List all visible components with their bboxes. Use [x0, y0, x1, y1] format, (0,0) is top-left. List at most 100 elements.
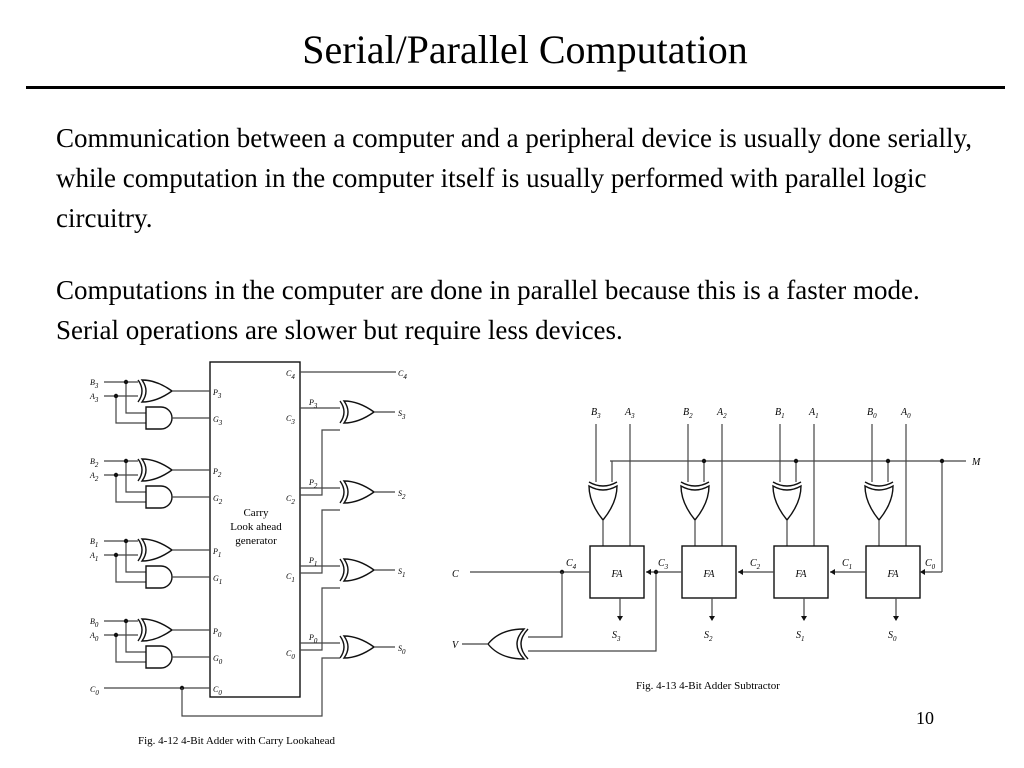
xor-gate — [140, 618, 174, 642]
xor-gate — [342, 558, 376, 582]
input-label-b: B2 — [90, 457, 99, 469]
input-label-b: B0 — [90, 617, 99, 629]
arrow-head — [801, 616, 807, 621]
p-out-label: P1 — [308, 556, 317, 568]
sum-label: S0 — [398, 644, 406, 656]
junction-dot — [793, 458, 799, 464]
input-label-b: B3 — [90, 378, 99, 390]
carry-label: C4 — [566, 558, 577, 571]
wire — [300, 509, 340, 574]
arrow-head — [738, 569, 743, 575]
full-adder-label: FA — [611, 569, 624, 580]
xor-gate-back — [137, 458, 143, 482]
junction-dot — [123, 458, 129, 464]
p-label: P1 — [212, 547, 221, 559]
c0-label: C0 — [213, 685, 222, 697]
input-label-b: B1 — [90, 537, 98, 549]
xor-gate-back — [137, 379, 143, 403]
input-label-a: A2 — [89, 471, 99, 483]
p-out-label: P2 — [308, 478, 318, 490]
wire — [181, 657, 340, 717]
and-gate — [145, 645, 173, 669]
sum-label: S1 — [398, 567, 406, 579]
junction-dot — [113, 552, 119, 558]
input-label-a: A0 — [89, 631, 99, 643]
full-adder-label: FA — [795, 569, 808, 580]
xor-gate-back — [137, 538, 143, 562]
figure-caption-4-12: Fig. 4-12 4-Bit Adder with Carry Lookahe… — [138, 735, 336, 747]
junction-dot — [939, 458, 945, 464]
full-adder-label: FA — [887, 569, 900, 580]
and-gate — [145, 485, 173, 509]
junction-dot — [123, 379, 129, 385]
carry-lookahead-generator-box — [209, 361, 301, 698]
g-label: G3 — [213, 415, 223, 427]
carry-label: C1 — [286, 572, 295, 584]
input-label-b: B0 — [867, 407, 877, 420]
xor-gate-back — [339, 400, 345, 424]
arrow-head — [920, 569, 925, 575]
xor-gate — [588, 484, 618, 522]
c0-input-label: C0 — [90, 685, 99, 697]
xor-gate — [140, 379, 174, 403]
generator-label: Look ahead — [230, 521, 282, 533]
v-label: V — [452, 640, 460, 651]
input-label-a: A2 — [716, 407, 727, 420]
xor-gate-back — [772, 481, 802, 487]
xor-gate-back — [339, 635, 345, 659]
carry-label: C2 — [750, 558, 761, 571]
full-adder-box — [681, 545, 737, 599]
carry-label: C3 — [658, 558, 669, 571]
title-divider — [26, 86, 1005, 89]
input-label-b: B3 — [591, 407, 601, 420]
sum-label: S1 — [796, 630, 805, 643]
and-gate — [145, 406, 173, 430]
wire — [125, 541, 146, 573]
c4-label-inner: C4 — [286, 369, 295, 381]
sum-label: S2 — [398, 489, 406, 501]
xor-gate — [342, 480, 376, 504]
p-label: P3 — [212, 388, 222, 400]
input-label-a: A1 — [808, 407, 819, 420]
carry-label: C1 — [842, 558, 852, 571]
wire — [125, 461, 146, 493]
sum-label: S3 — [612, 630, 621, 643]
paragraph-computation: Computations in the computer are done in… — [56, 275, 920, 345]
input-label-a: A3 — [624, 407, 635, 420]
p-out-label: P3 — [308, 398, 318, 410]
arrow-head — [709, 616, 715, 621]
c4-label-outer: C4 — [398, 369, 407, 381]
junction-dot — [653, 569, 659, 575]
xor-gate — [140, 458, 174, 482]
page-number: 10 — [916, 708, 934, 728]
input-label-a: A1 — [89, 551, 98, 563]
full-adder-label: FA — [703, 569, 716, 580]
carry-label: C0 — [286, 649, 295, 661]
sum-label: S0 — [888, 630, 897, 643]
p-label: P0 — [212, 627, 222, 639]
xor-gate-back — [339, 480, 345, 504]
xor-gate — [772, 484, 802, 522]
sum-label: S2 — [704, 630, 713, 643]
junction-dot — [113, 472, 119, 478]
junction-dot — [113, 393, 119, 399]
full-adder-box — [589, 545, 645, 599]
wire — [125, 621, 146, 653]
xor-gate-back — [680, 481, 710, 487]
junction-dot — [885, 458, 891, 464]
junction-dot — [113, 632, 119, 638]
arrow-head — [893, 616, 899, 621]
input-label-a: A3 — [89, 392, 99, 404]
g-label: G1 — [213, 574, 222, 586]
xor-gate — [342, 635, 376, 659]
slide-title: Serial/Parallel Computation — [302, 27, 748, 72]
input-label-b: B2 — [683, 407, 693, 420]
g-label: G2 — [213, 494, 223, 506]
figure-caption-4-13: Fig. 4-13 4-Bit Adder Subtractor — [636, 680, 780, 692]
generator-label: generator — [235, 535, 277, 547]
xor-gate-back — [520, 628, 529, 660]
paragraph-communication: Communication between a computer and a p… — [56, 123, 972, 233]
xor-gate-back — [137, 618, 143, 642]
